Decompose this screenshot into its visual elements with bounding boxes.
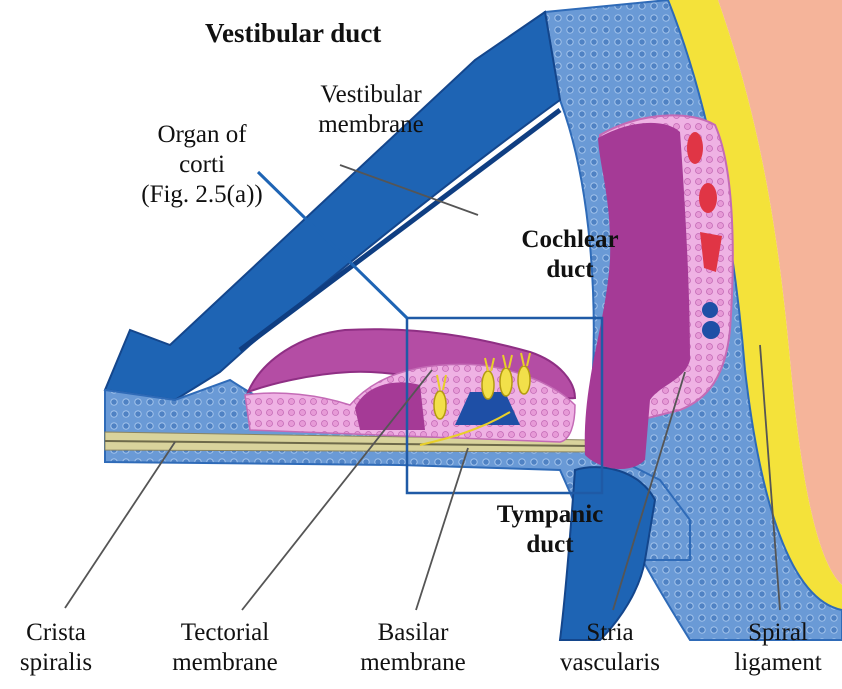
leader-line-crista-spiralis [65,442,175,608]
label-spiral-ligament-line2: ligament [718,648,838,678]
label-organ-of-corti-line3: (Fig. 2.5(a)) [127,180,277,210]
label-tectorial-membrane-line1: Tectorial [155,618,295,648]
label-basilar-membrane-line2: membrane [343,648,483,678]
label-crista-spiralis-line1: Crista [0,618,112,648]
label-organ-of-corti: Organ of corti (Fig. 2.5(a)) [127,120,277,210]
label-cochlear-duct-line1: Cochlear [510,225,630,255]
label-spiral-ligament-line1: Spiral [718,618,838,648]
label-vestibular-duct: Vestibular duct [205,18,381,48]
blood-vessel-blue-2 [702,321,720,339]
label-stria-vascularis-line1: Stria [540,618,680,648]
label-tectorial-membrane-line2: membrane [155,648,295,678]
blood-vessel-blue-1 [702,302,718,318]
label-stria-vascularis: Stria vascularis [540,618,680,678]
label-stria-vascularis-line2: vascularis [540,648,680,678]
label-tectorial-membrane: Tectorial membrane [155,618,295,678]
label-cochlear-duct: Cochlear duct [510,225,630,285]
blood-vessel-red-2 [699,183,717,213]
label-basilar-membrane-line1: Basilar [343,618,483,648]
label-tympanic-duct-line2: duct [480,530,620,560]
label-basilar-membrane: Basilar membrane [343,618,483,678]
label-vestibular-membrane-line2: membrane [300,110,442,140]
label-tympanic-duct: Tympanic duct [480,500,620,560]
label-vestibular-membrane-line1: Vestibular [300,80,442,110]
label-crista-spiralis-line2: spiralis [0,648,112,678]
label-organ-of-corti-line2: corti [127,150,277,180]
label-vestibular-membrane: Vestibular membrane [300,80,442,140]
label-spiral-ligament: Spiral ligament [718,618,838,678]
leader-line-basilar-membrane [416,448,468,610]
label-organ-of-corti-line1: Organ of [127,120,277,150]
blood-vessel-red-1 [687,132,703,164]
label-cochlear-duct-line2: duct [510,255,630,285]
label-tympanic-duct-line1: Tympanic [480,500,620,530]
label-crista-spiralis: Crista spiralis [0,618,112,678]
